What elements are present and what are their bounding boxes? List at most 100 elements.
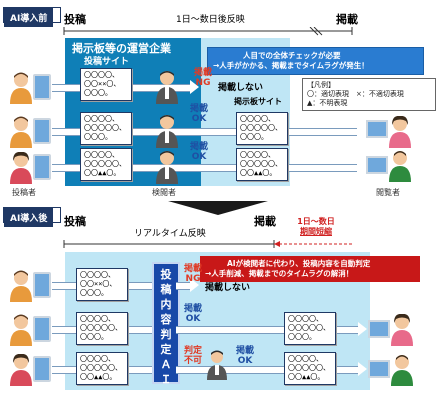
post-line: 〇〇〇〇〇、 [240, 160, 282, 168]
post-line: 〇〇〇〇〇、 [84, 124, 126, 132]
post-line: 〇〇〇。 [80, 289, 108, 297]
before-publish-label: 掲載 [336, 13, 358, 26]
post-line: 〇〇〇〇〇、 [288, 364, 330, 372]
row-arrow-head [357, 124, 366, 138]
post-line: 〇〇〇〇、 [80, 355, 115, 363]
status-ok: 掲載 OK [186, 104, 212, 124]
status-ok: 掲載 OK [232, 346, 258, 366]
status-result: OK [185, 314, 201, 324]
after-publish-label: 掲載 [254, 215, 276, 228]
viewer-device-icon [366, 120, 388, 138]
legend-title: 【凡例】 [307, 81, 335, 89]
tablet-icon [33, 154, 51, 180]
after-callout: AIが検閲者に代わり、投稿内容を自動判定 →人手削減、掲載までのタイムラグの解消… [200, 256, 420, 282]
status-word: 掲載 [183, 304, 202, 314]
status-word: 判定 [183, 346, 202, 356]
viewer-avatar [390, 313, 414, 350]
after-timeline [63, 240, 352, 248]
outcome-not-published: 掲載しない [205, 283, 251, 293]
row-arrow [176, 282, 190, 290]
reviewer-avatar [155, 150, 179, 188]
poster-avatar [8, 151, 34, 188]
status-ng: 掲載 NG [190, 68, 216, 88]
after-callout-line2: →人手削減、掲載までのタイムラグの解消！ [205, 269, 354, 278]
row-arrow-head [190, 278, 199, 292]
realtime-label: リアルタイム反映 [134, 229, 206, 239]
viewer-avatar [390, 354, 414, 390]
status-result: OK [191, 114, 207, 124]
after-post-label: 投稿 [64, 215, 86, 228]
tablet-icon [33, 316, 51, 342]
ai-label-char: 判 [160, 328, 172, 341]
legend-line1: 〇：適切表現 ×：不適切表現 [307, 90, 404, 98]
ai-label-char: 投 [160, 268, 172, 281]
post-line: 〇〇〇〇〇、 [288, 324, 330, 332]
tablet-icon [33, 272, 51, 298]
reviewer-avatar [155, 114, 179, 152]
ai-label-char: 定 [160, 343, 172, 356]
before-timeline [63, 27, 353, 36]
operator-title: 掲示板等の運営企業 [72, 42, 171, 55]
post-line: 〇〇〇〇、 [80, 315, 115, 323]
before-tag: AI導入前 [4, 8, 54, 27]
status-ng: 掲載 NG [180, 264, 206, 284]
status-word: 掲載 [189, 104, 208, 114]
ai-judge-box: 投 稿 内 容 判 定 Ａ Ｉ [152, 262, 180, 386]
poster-avatar [8, 314, 34, 350]
ai-label-char: Ｉ [160, 373, 172, 386]
post-card: 〇〇〇〇、 〇〇××〇、 〇〇〇。 [76, 268, 128, 301]
after-tag: AI導入後 [4, 208, 54, 227]
status-undetermined: 判定 不可 [180, 346, 206, 366]
tablet-icon [33, 356, 51, 382]
poster-avatar [8, 270, 34, 306]
row-arrow-head [358, 362, 367, 376]
post-line: 〇〇〇〇、 [240, 151, 275, 159]
row-arrow [52, 164, 357, 172]
before-callout: 人目での全体チェックが必要 →人手がかかる、掲載までタイムラグが発生！ [207, 47, 424, 75]
post-line: 〇〇▲▲〇。 [84, 169, 121, 177]
ai-label-char: 容 [160, 313, 172, 326]
board-post-card: 〇〇〇〇、 〇〇〇〇〇、 〇〇〇。 [236, 112, 288, 145]
row-arrow-head [190, 80, 199, 94]
tablet-icon [33, 74, 51, 100]
before-post-label: 投稿 [64, 13, 86, 26]
board-post-card: 〇〇〇〇、 〇〇〇〇〇、 〇〇▲▲〇。 [236, 148, 288, 181]
board-post-card: 〇〇〇〇、 〇〇〇〇〇、 〇〇▲▲〇。 [284, 352, 336, 385]
post-line: 〇〇〇〇、 [288, 315, 323, 323]
status-word: 掲載 [183, 264, 202, 274]
post-line: 〇〇▲▲〇。 [80, 373, 117, 381]
post-line: 〇〇××〇、 [80, 280, 117, 288]
post-line: 〇〇〇〇〇、 [240, 124, 282, 132]
reviewer-label: 検閲者 [152, 188, 176, 197]
viewer-avatar [388, 115, 412, 152]
post-line: 〇〇〇〇、 [84, 115, 119, 123]
outcome-not-published: 掲載しない [218, 83, 264, 93]
viewer-device-icon [366, 156, 388, 174]
poster-avatar [8, 116, 34, 152]
board-post-card: 〇〇〇〇、 〇〇〇〇〇、 〇〇〇。 [284, 312, 336, 345]
viewer-device-icon [368, 320, 390, 338]
reviewer-avatar [155, 70, 179, 108]
post-line: 〇〇〇。 [80, 333, 108, 341]
row-arrow-head [357, 160, 366, 174]
row-arrow [176, 366, 358, 374]
status-ok: 掲載 OK [186, 142, 212, 162]
poster-avatar [8, 72, 34, 108]
status-result: OK [191, 152, 207, 162]
post-card: 〇〇〇〇、 〇〇〇〇〇、 〇〇▲▲〇。 [80, 148, 132, 181]
post-card: 〇〇〇〇、 〇〇××〇、 〇〇〇。 [80, 68, 132, 101]
row-arrow [176, 326, 358, 334]
post-card: 〇〇〇〇、 〇〇〇〇〇、 〇〇〇。 [76, 312, 128, 345]
status-result: 不可 [183, 356, 202, 366]
before-delay-label: 1日～数日後反映 [176, 15, 245, 25]
ai-label-char: Ａ [160, 358, 172, 371]
status-word: 掲載 [235, 346, 254, 356]
post-line: 〇〇〇〇、 [84, 151, 119, 159]
shortened-label: 1日～数日 期間短縮 [280, 217, 352, 237]
row-arrow [52, 128, 357, 136]
status-word: 掲載 [189, 142, 208, 152]
legend-line2: ▲：不明表現 [307, 99, 348, 107]
row-arrow-head [358, 322, 367, 336]
post-line: 〇〇〇〇〇、 [84, 160, 126, 168]
before-callout-line2: →人手がかかる、掲載までタイムラグが発生！ [213, 61, 369, 70]
